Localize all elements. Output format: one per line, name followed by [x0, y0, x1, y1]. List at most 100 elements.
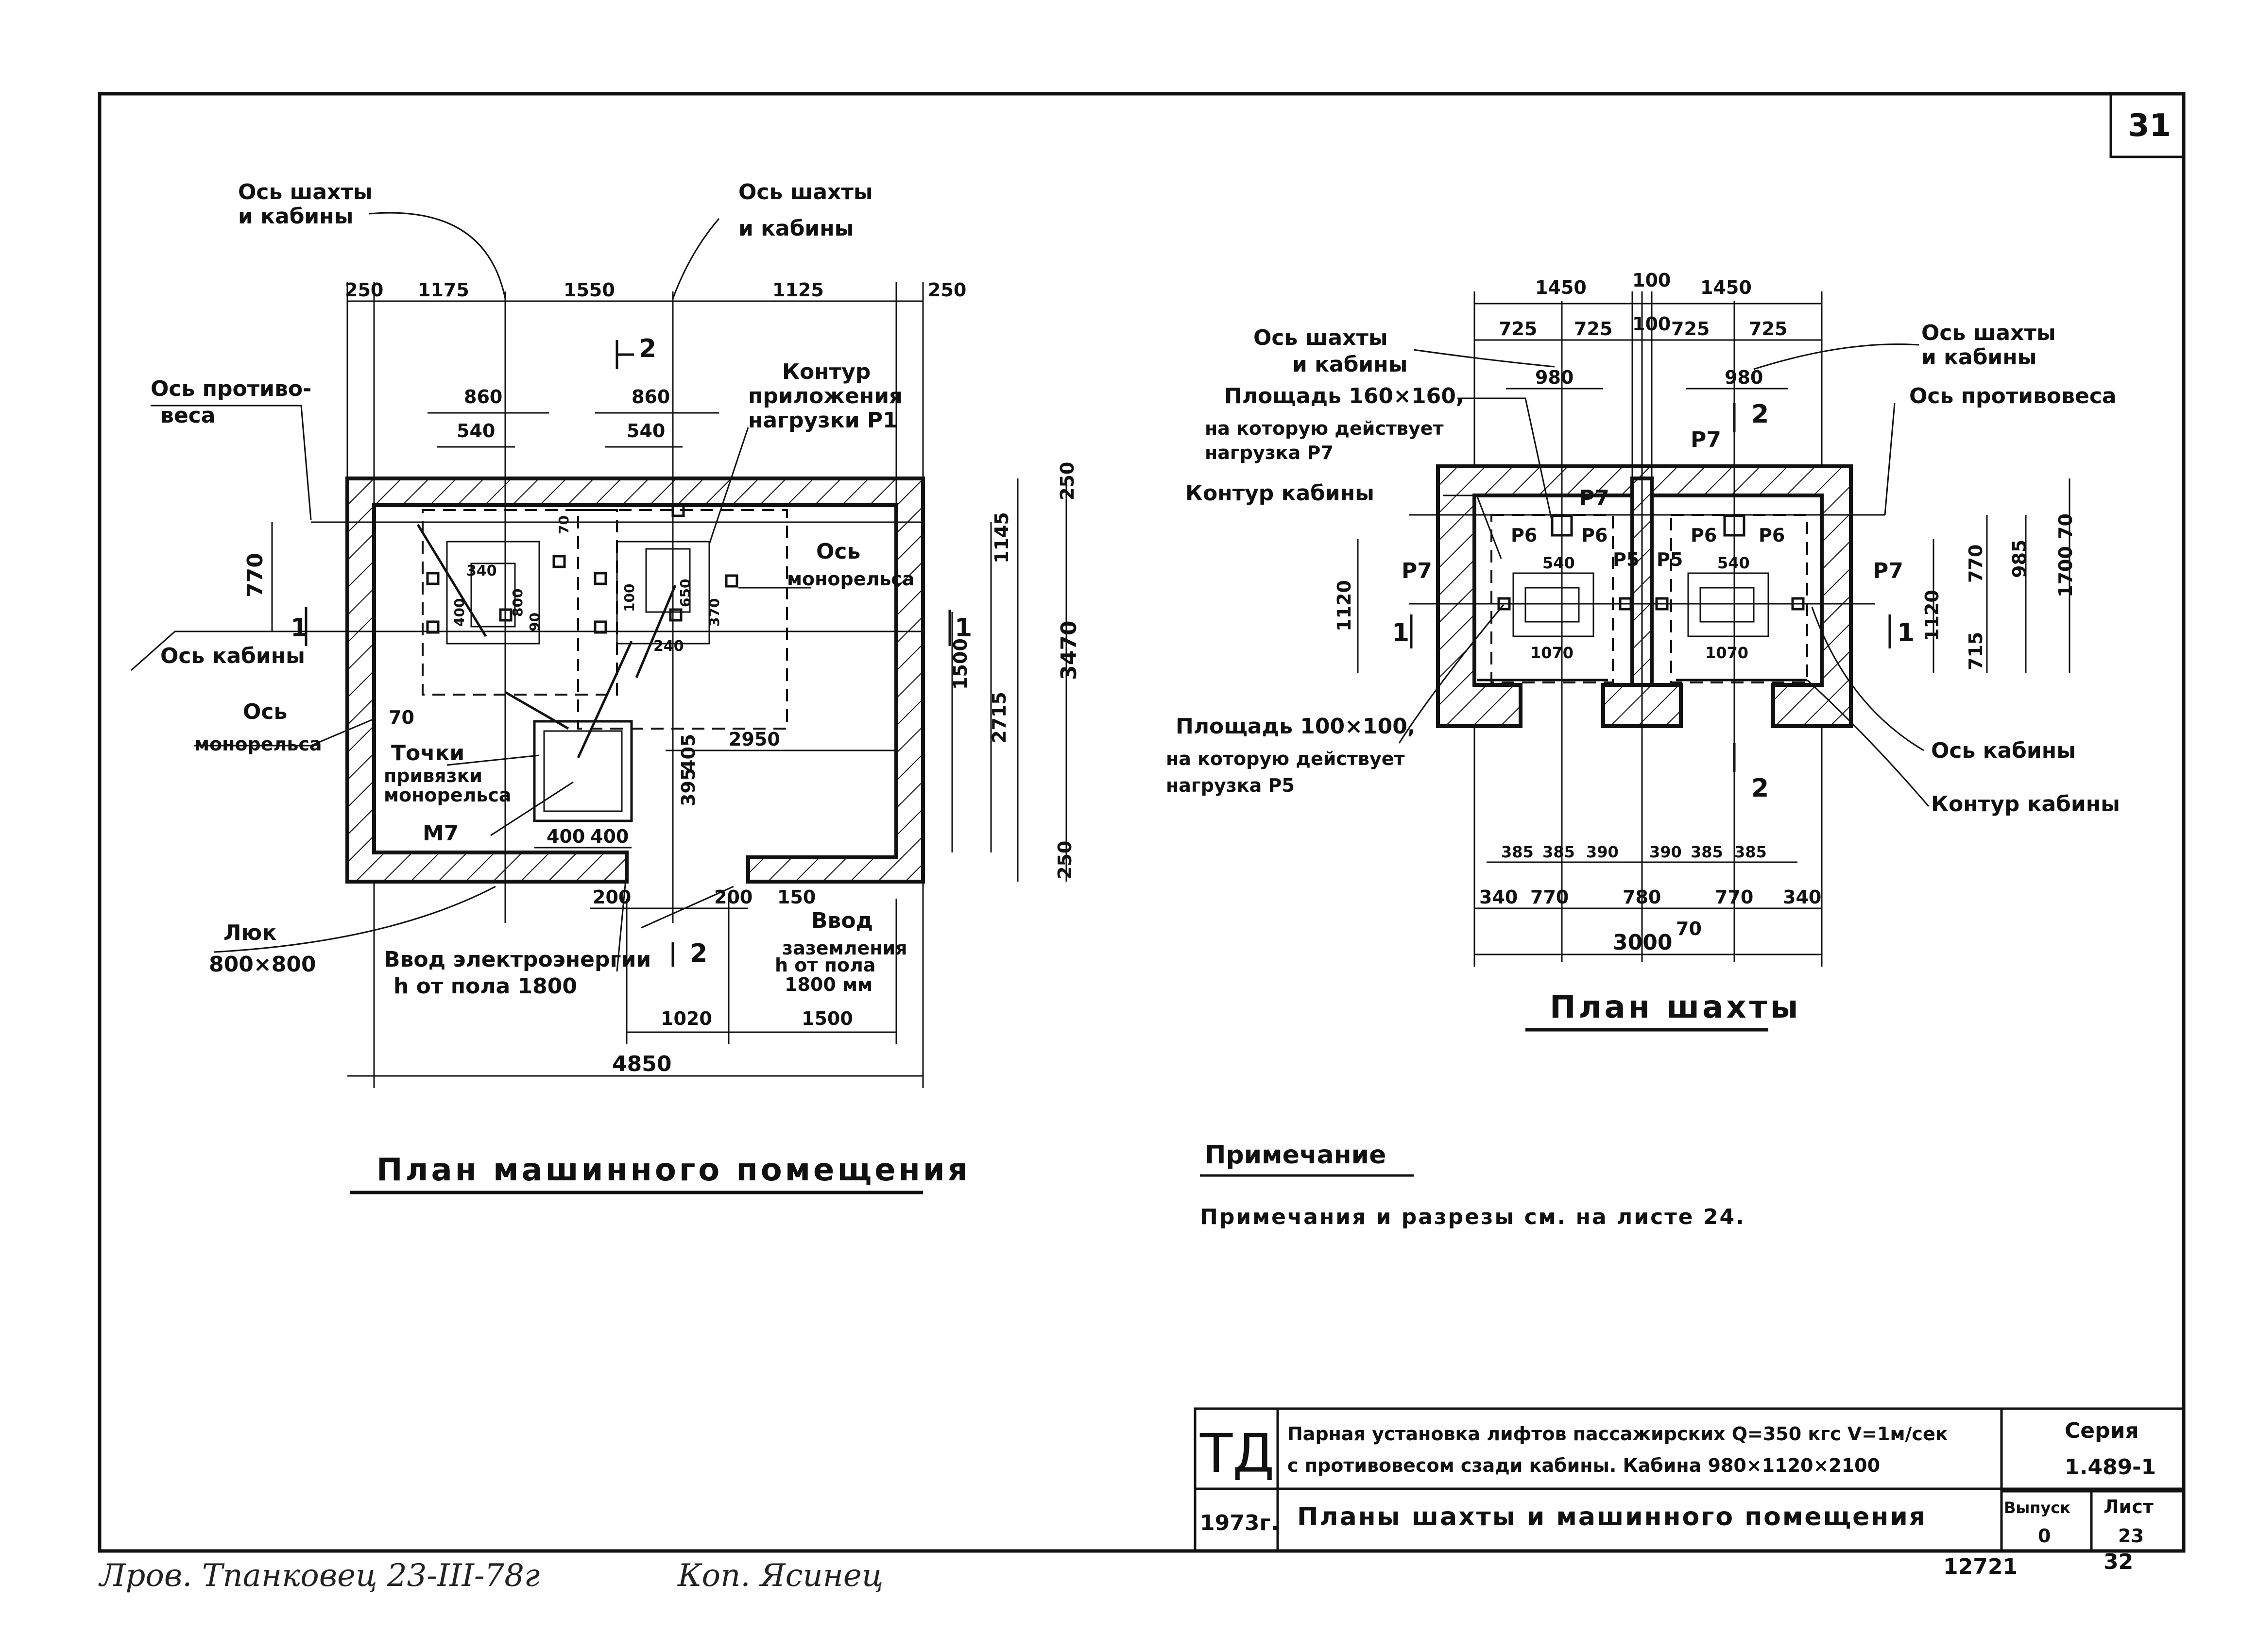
dim-800: 800 — [510, 589, 526, 617]
dim-1500: 1500 — [950, 638, 971, 690]
mr-hatch-1: Люк — [223, 920, 276, 945]
mr-ground-3: h от пола — [775, 954, 875, 976]
tb-issue-label: Выпуск — [2004, 1499, 2070, 1517]
dim-200-b: 200 — [714, 886, 753, 908]
dim-395: 395 — [678, 768, 699, 806]
sh-axis-shaft-left-2: и кабины — [1292, 352, 1407, 377]
sh-axis-shaft-right-1: Ось шахты — [1921, 321, 2056, 345]
tb-org: ТД — [1199, 1422, 1274, 1484]
mr-contour-2: приложения — [748, 384, 903, 409]
sh-dim-980-a: 980 — [1535, 367, 1574, 388]
dim-1500-b: 1500 — [802, 1008, 853, 1029]
sh-axis-cabin: Ось кабины — [1931, 738, 2076, 763]
mr-ground-4: 1800 мм — [785, 974, 872, 995]
dim-2950: 2950 — [729, 729, 780, 750]
sh-dim-1120-b: 1120 — [1921, 590, 1943, 641]
mr-axis-monorail-right-1: Ось — [816, 539, 860, 564]
mr-axis-shaft-left-1: Ось шахты — [238, 180, 373, 204]
mr-title: План машинного помещения — [376, 1152, 971, 1188]
dim-250-b: 250 — [928, 279, 966, 301]
mr-points-2: привязки — [384, 765, 482, 786]
dim-540-b: 540 — [627, 420, 665, 442]
sh-area160-3: нагрузка Р7 — [1205, 442, 1334, 463]
sh-dim-70: 70 — [2055, 513, 2076, 539]
sh-dim-385-a: 385 — [1501, 843, 1534, 861]
sh-dim-390-a: 390 — [1586, 843, 1619, 861]
sh-p7-b: Р7 — [1691, 427, 1721, 452]
sh-p7-c: Р7 — [1402, 559, 1432, 583]
dim-250-d: 250 — [1054, 841, 1076, 879]
sh-area100-1: Площадь 100×100, — [1176, 714, 1416, 739]
sh-p6-a: Р6 — [1511, 525, 1537, 546]
note-heading: Примечание — [1205, 1141, 1386, 1170]
sh-cabin-contour-right: Контур кабины — [1931, 792, 2120, 817]
shaft-wall-top — [1436, 464, 1853, 728]
dim-240: 240 — [653, 638, 684, 655]
sh-p6-c: Р6 — [1691, 525, 1717, 546]
dim-1145: 1145 — [991, 512, 1012, 563]
sh-area100-3: нагрузка Р5 — [1166, 775, 1295, 796]
sh-dim-540-b: 540 — [1717, 554, 1750, 572]
corner-number-box — [2109, 92, 2185, 158]
dim-1175: 1175 — [418, 279, 469, 301]
dim-540-a: 540 — [457, 420, 495, 442]
sh-dim-780: 780 — [1623, 886, 1661, 908]
mr-section-1-left: 1 — [291, 613, 308, 643]
tb-year: 1973г. — [1200, 1511, 1279, 1535]
tb-sheet-label: Лист — [2104, 1496, 2154, 1517]
page-number: 32 — [2104, 1550, 2133, 1574]
dim-405: 405 — [678, 734, 699, 772]
corner-number: 31 — [2128, 108, 2171, 144]
machine-room-plan: 250 1175 1550 1125 250 860 540 860 540 2… — [131, 180, 1081, 1194]
dim-860-a: 860 — [464, 386, 502, 408]
mr-ground-2: заземления — [782, 937, 907, 959]
mr-section-2-bottom: 2 — [690, 939, 707, 968]
sh-dim-725-c: 725 — [1671, 318, 1710, 340]
sh-title: План шахты — [1550, 989, 1801, 1025]
sheet-frame — [98, 92, 2186, 1553]
sh-p6-d: Р6 — [1759, 525, 1785, 546]
mr-axis-shaft-right-1: Ось шахты — [738, 180, 873, 204]
sh-dim-1120-a: 1120 — [1334, 580, 1355, 631]
dim-250-a: 250 — [345, 279, 383, 301]
sh-dim-100-b: 100 — [1632, 313, 1671, 335]
sh-p6-b: Р6 — [1581, 525, 1608, 546]
mr-points-1: Точки — [391, 741, 464, 766]
dim-1550: 1550 — [564, 279, 615, 301]
mr-axis-monorail-left-2: монорельса — [194, 733, 322, 755]
sh-p7-a: Р7 — [1579, 486, 1609, 511]
load-contour-right — [577, 509, 788, 730]
sh-section-1-left: 1 — [1392, 618, 1409, 647]
dim-400-c: 400 — [451, 598, 467, 627]
inventory-number: 12721 — [1943, 1554, 2018, 1579]
tb-issue-value: 0 — [2038, 1525, 2051, 1547]
tb-series-label: Серия — [2065, 1418, 2139, 1443]
mr-axis-shaft-left-2: и кабины — [238, 204, 353, 229]
tb-sheet-name: Планы шахты и машинного помещения — [1297, 1502, 1927, 1532]
mr-points-3: монорельса — [384, 784, 512, 806]
mr-hatch-2: 800×800 — [209, 952, 316, 977]
sh-dim-725-b: 725 — [1574, 318, 1612, 340]
sh-dim-1070-a: 1070 — [1530, 644, 1574, 662]
sh-dim-1700: 1700 — [2055, 546, 2076, 597]
sh-dim-100: 100 — [1632, 270, 1671, 291]
title-block: ТД Парная установка лифтов пассажирских … — [1194, 1407, 2185, 1552]
tb-title-1: Парная установка лифтов пассажирских Q=3… — [1287, 1423, 1948, 1445]
note-text: Примечания и разрезы см. на листе 24. — [1200, 1205, 1745, 1229]
mr-axis-cabin: Ось кабины — [160, 644, 305, 668]
tb-sheet-value: 23 — [2118, 1525, 2144, 1547]
dim-400-a: 400 — [547, 826, 585, 847]
mr-axis-counterweight-2: веса — [160, 403, 215, 428]
mr-m7: М7 — [423, 821, 459, 846]
dim-770: 770 — [243, 553, 268, 597]
sh-dim-715: 715 — [1965, 632, 1986, 670]
dim-250-c: 250 — [1057, 462, 1078, 500]
sh-dim-985: 985 — [2009, 540, 2030, 578]
tb-series-value: 1.489-1 — [2065, 1455, 2156, 1480]
sh-dim-3000: 3000 — [1613, 930, 1672, 955]
sh-dim-770-a: 770 — [1530, 886, 1569, 908]
mr-power-1: Ввод электроэнергии — [384, 947, 651, 972]
sh-dim-1450-a: 1450 — [1535, 277, 1587, 298]
sh-area100-2: на которую действует — [1166, 748, 1405, 769]
mr-ground-1: Ввод — [811, 908, 873, 933]
